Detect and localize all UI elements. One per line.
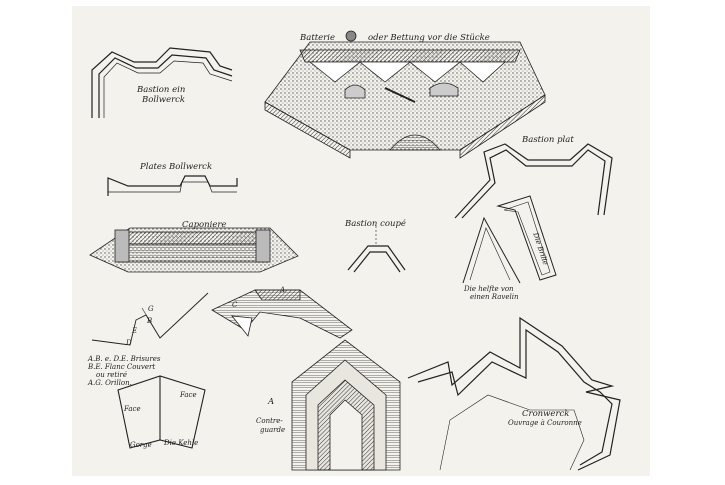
fortification-drawings	[89, 30, 621, 471]
plates-label: Plates Bollwerck	[140, 162, 213, 172]
bastion-coupe-label: Bastion coupé	[345, 219, 406, 229]
letter-c: C	[232, 301, 238, 309]
letter-e: E	[132, 327, 138, 335]
crownwork-drawing	[407, 316, 621, 471]
brisures-drawing	[91, 292, 209, 346]
bastion-plat-drawing	[454, 143, 613, 219]
bastion-label: Bastion ein	[137, 85, 186, 95]
legend-line-2: B.E. Flanc Couvert	[88, 363, 156, 371]
engraving-plate: Bastion ein Bollwerck Batterie oder Bett…	[72, 6, 650, 476]
kehle-label: Die Kehle	[164, 439, 199, 447]
gorge-label: Gorge	[130, 441, 152, 449]
ravelin-label-1: Die helfte von	[464, 285, 514, 293]
letter-b: B	[147, 317, 153, 325]
batterie-label: Batterie	[300, 33, 335, 43]
crownwork-label-1: Cronwerck	[522, 409, 570, 419]
bollwerck-label: Bollwerck	[142, 95, 186, 105]
bettung-label: oder Bettung vor die Stücke	[368, 33, 490, 43]
orillon-section-drawing	[211, 289, 353, 339]
bastion-outline-drawing	[117, 375, 206, 449]
plates-bollwerck-drawing	[107, 175, 238, 196]
batterie-drawing	[264, 30, 546, 159]
ravelin-label-2: einen Ravelin	[470, 293, 519, 301]
contregarde-label-2: guarde	[260, 426, 286, 434]
legend-line-1: A.B. e. D.E. Brisures	[88, 355, 161, 363]
legend-line-4: A.G. Orillon.	[88, 379, 132, 387]
letter-d: D	[126, 339, 132, 347]
bastion-drawing	[91, 47, 233, 118]
bastion-coupe-drawing	[347, 226, 406, 273]
legend-line-3: ou retiré	[96, 371, 127, 379]
bastion-plat-label: Bastion plat	[522, 135, 574, 145]
caponiere-drawing	[89, 227, 299, 273]
crownwork-label-2: Ouvrage à Couronne	[508, 419, 582, 427]
letter-a: A	[280, 286, 286, 294]
ravelin-drawing	[462, 195, 557, 284]
contregarde-drawing	[291, 339, 401, 471]
face-left-label: Face	[124, 405, 141, 413]
face-right-label: Face	[180, 391, 197, 399]
letter-g: G	[148, 305, 154, 313]
contregarde-letter: A	[268, 397, 275, 407]
contregarde-label-1: Contre-	[256, 417, 283, 425]
caponiere-label: Caponiere	[182, 220, 227, 230]
